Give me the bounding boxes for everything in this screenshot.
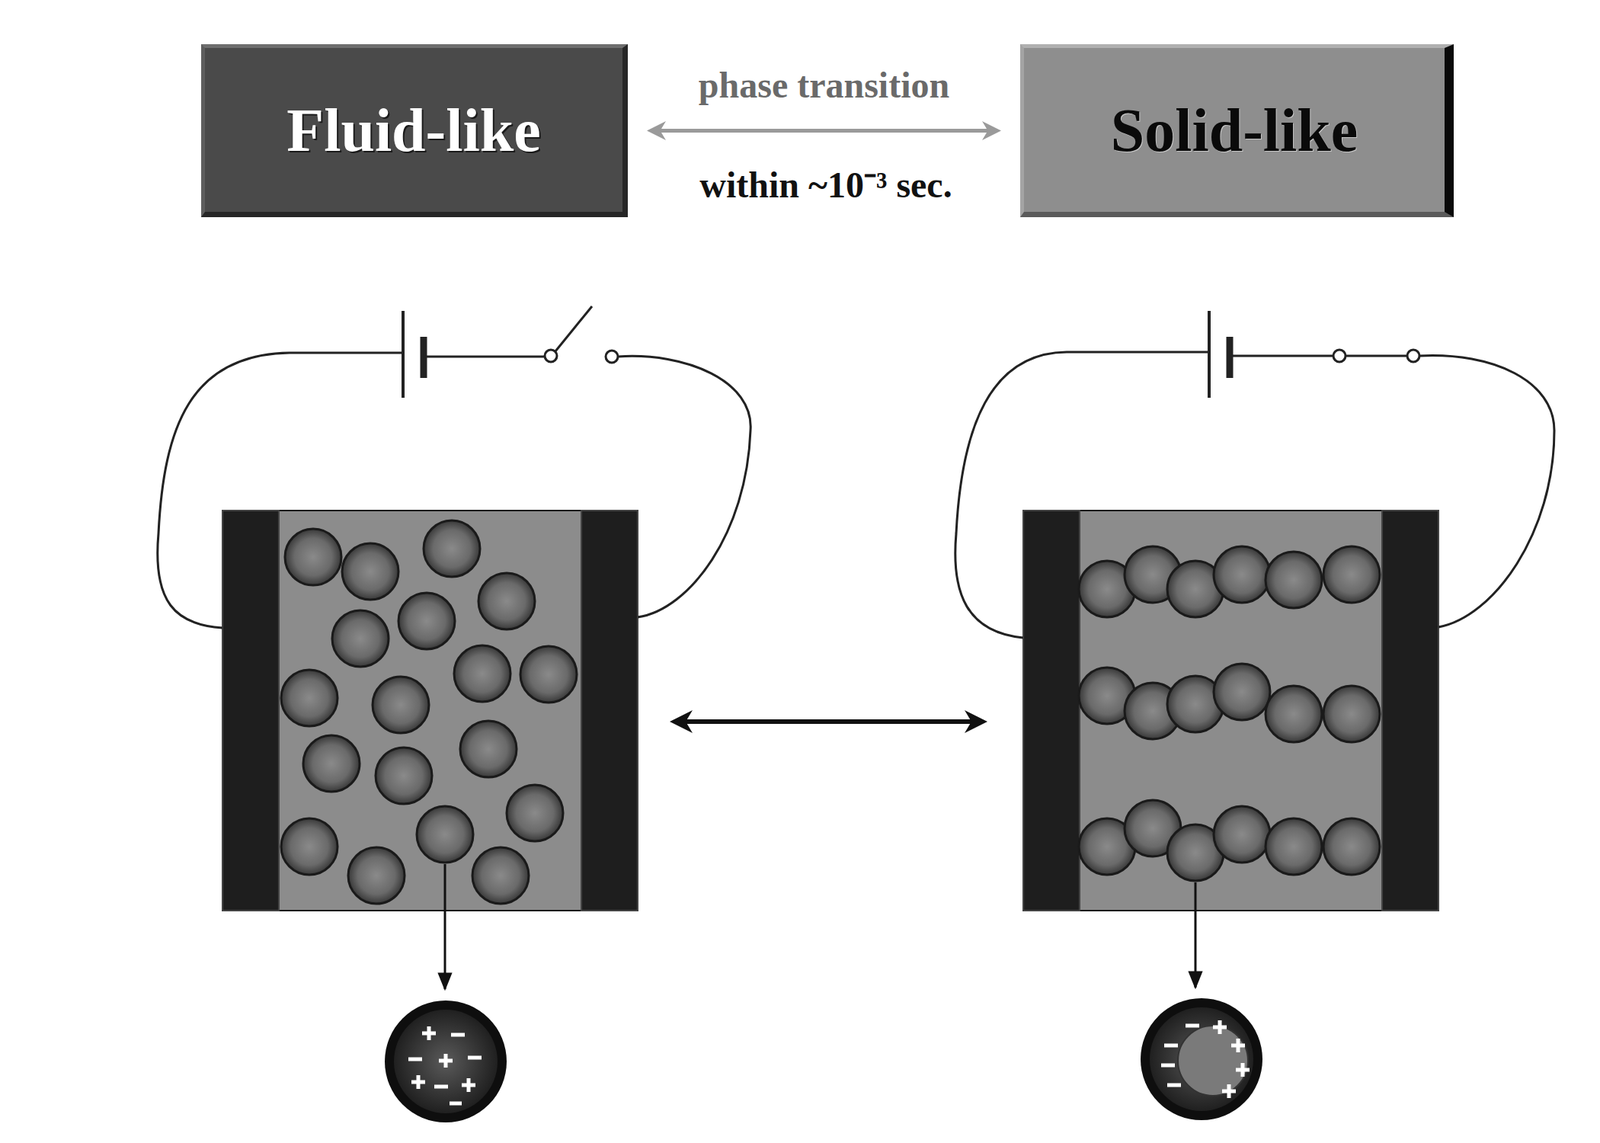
open-circuit (157, 306, 751, 628)
fluid-gap (1023, 510, 1439, 911)
plus-sign (411, 1075, 426, 1089)
minus-sign (449, 1101, 462, 1106)
particle (460, 720, 517, 778)
zoom-pointer (444, 864, 447, 989)
battery-plate (1226, 336, 1234, 378)
electrode (1023, 510, 1080, 911)
state-label: Fluid-like (286, 96, 541, 164)
battery-plate (420, 336, 428, 378)
particle (284, 528, 342, 586)
wire (157, 352, 404, 628)
zoom-ring (1140, 998, 1263, 1120)
minus-sign (451, 1033, 465, 1037)
plus-sign (1212, 1020, 1227, 1034)
minus-sign (467, 1056, 482, 1060)
plus-sign (438, 1053, 453, 1068)
random-particles (281, 520, 577, 904)
particle (332, 610, 389, 667)
particle (1265, 551, 1322, 608)
particle (281, 818, 338, 875)
particle (472, 847, 529, 904)
particle (372, 676, 429, 733)
wire (423, 355, 545, 359)
particle (423, 520, 480, 577)
particle (1323, 685, 1380, 743)
particle (281, 669, 338, 727)
wire (617, 355, 751, 618)
particle (342, 543, 399, 600)
minus-sign (1164, 1043, 1178, 1048)
particle-chains (1078, 546, 1380, 881)
fluid-gap (222, 510, 638, 911)
switch-bar (1345, 355, 1408, 358)
particle (506, 784, 564, 842)
particle (1323, 546, 1380, 603)
zoom-pointer (1194, 882, 1197, 988)
zoom-particle (1177, 1025, 1248, 1096)
particle (1213, 546, 1271, 603)
switch-contact (605, 350, 618, 363)
left-cell (157, 306, 751, 1123)
particle (478, 572, 535, 630)
plus-sign (1222, 1084, 1236, 1098)
plus-sign (422, 1026, 436, 1040)
particle (454, 645, 511, 702)
particle (398, 592, 455, 650)
timing-note: within ~10⁻³ sec. (699, 165, 952, 206)
particle (520, 646, 577, 703)
electrode (1382, 510, 1439, 911)
particle (375, 747, 432, 804)
polarized-zoom (1140, 998, 1263, 1120)
minus-sign (1167, 1083, 1181, 1088)
state-label: Solid-like (1110, 96, 1359, 164)
transition-arrow (650, 128, 998, 133)
particle (1265, 818, 1322, 875)
particle (1213, 806, 1271, 863)
minus-sign (1161, 1063, 1175, 1068)
battery-plate (1207, 310, 1211, 398)
plus-sign (1231, 1038, 1245, 1053)
particle (348, 847, 405, 904)
switch-contact (544, 349, 557, 362)
particle (1323, 818, 1380, 875)
wire (955, 352, 1210, 638)
switch-contact (1333, 349, 1346, 362)
state-box: Solid-like (1020, 44, 1454, 218)
zoom-particle (393, 1009, 498, 1114)
particle (303, 735, 360, 792)
wire (1229, 355, 1334, 358)
switch-lever (555, 306, 592, 352)
plus-sign (461, 1078, 476, 1092)
electrode (581, 510, 638, 911)
minus-sign (408, 1057, 423, 1062)
charge-signs (1161, 1020, 1250, 1098)
particle (416, 806, 474, 863)
switch-contact (1407, 349, 1420, 362)
transition-arrow (674, 719, 983, 724)
electrode (222, 510, 279, 911)
minus-sign (1185, 1024, 1200, 1028)
wire (1419, 355, 1555, 628)
particle (1213, 663, 1271, 720)
minus-sign (434, 1084, 448, 1089)
edge-label: phase transition (698, 64, 950, 106)
right-cell (955, 310, 1555, 1120)
particle (1265, 685, 1322, 743)
charge-signs (408, 1026, 482, 1104)
closed-circuit (955, 352, 1555, 638)
zoom-ring (384, 1000, 507, 1123)
charge-zoom (384, 1000, 507, 1123)
plus-sign (1235, 1062, 1250, 1077)
state-box: Fluid-like (201, 44, 628, 218)
zoom-background (1149, 1007, 1254, 1111)
battery-plate (401, 310, 405, 398)
